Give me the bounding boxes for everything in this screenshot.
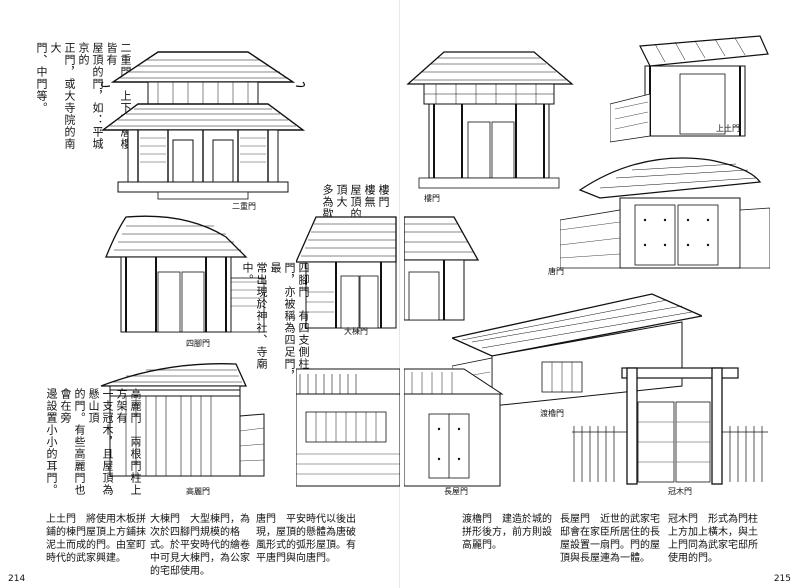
shikyakumon-gate-drawing [105,215,265,333]
karamon-gate-drawing [560,157,770,269]
page-gutter [399,0,400,588]
text-line: 鋪的棟門屋頂上方鋪抹 [46,527,146,538]
shikyakumon-caption: 四腳門 [186,339,210,348]
karamon-illustration [560,150,770,276]
text-line: 現，屋頂的懸體為唐破 [256,527,356,538]
koraimon-description: 高麗門 兩根門柱上方架有 一支冠木，且屋頂為懸山頂 的門。有些高麗門也會在旁 邊… [44,388,142,502]
text-column: 邊設置小小的耳門。 [45,388,58,496]
nagayamon-gate-drawing-right [404,368,504,487]
text-column: 屋頂的門，如：平城京的 [77,42,104,150]
text-line: 上門同為武家宅邸所 [668,540,758,551]
text-column: 常出現於神社、寺廟中。 [241,262,268,370]
karamon-caption: 唐門 [548,267,564,276]
agetsuchimon-description: 上土門 將使用木板拼 鋪的棟門屋頂上方鋪抹 泥土而成的門。由室町 時代的武家興建… [46,513,146,565]
omunemon-caption: 大棟門 [344,327,368,336]
nagayamon-caption: 長屋門 [444,487,468,496]
romon-gate-drawing [406,51,574,189]
left-page-number: 214 [8,574,26,584]
text-column: 四腳門 有四支側柱的 [297,262,310,382]
text-line: 平唐門與向唐門。 [256,553,336,564]
text-column: 門，亦被稱為四足門，最 [269,262,296,382]
text-line: 屋設置一扇門。門的屋 [560,540,660,551]
watariyaguramon-description: 渡櫓門 建造於城的 拼形後方，前方則設 高麗門。 [462,513,552,552]
nijumon-description: 二重門 上下兩層樓皆有 屋頂的門，如：平城京的 正門，或大寺院的南大 門、中門等… [34,42,132,154]
text-line: 長屋門 近世的武家宅 [560,514,660,525]
karamon-description: 唐門 平安時代以後出 現，屋頂的懸體為唐破 風形式的弧形屋頂。有 平唐門與向唐門… [256,513,356,565]
text-column: 正門，或大寺院的南大 [49,42,76,150]
text-line: 唐門 平安時代以後出 [256,514,356,525]
text-column: 的門。有些高麗門也會在旁 [59,388,86,496]
romon-illustration [404,44,574,194]
kabukimon-illustration [572,356,768,488]
text-line: 渡櫓門 建造於城的 [462,514,552,525]
text-column: 門、中門等。 [35,42,48,114]
agetsuchimon-caption: 上土門 [716,124,740,133]
omunemon-gate-drawing-right [404,216,480,321]
text-line: 使用的門。 [668,553,718,564]
shikyakumon-illustration [96,212,266,340]
agetsuchimon-gate-drawing [610,35,769,143]
omunemon-illustration-right [404,212,480,324]
text-line: 上方加上橫木，與土 [668,527,758,538]
omunemon-illustration [296,212,400,336]
text-line: 上土門 將使用木板拼 [46,514,146,525]
text-line: 大棟門 大型棟門，為 [150,514,250,525]
text-line: 高麗門。 [462,540,502,551]
nagayamon-gate-drawing [296,368,400,487]
shikyakumon-description: 四腳門 有四支側柱的 門，亦被稱為四足門，最 常出現於神社、寺廟中。 [240,262,310,392]
text-line: 風形式的弧形屋頂。有 [256,540,356,551]
kabukimon-gate-drawing [572,367,768,485]
text-line: 邸會在家臣所居住的長 [560,527,660,538]
agetsuchimon-illustration [610,34,770,146]
nijumon-illustration [98,42,308,202]
watariyaguramon-gate-drawing [452,293,702,413]
text-column: 高麗門 兩根門柱上方架有 [115,388,142,496]
omunemon-gate-drawing [296,216,397,329]
nagayamon-description: 長屋門 近世的武家宅 邸會在家臣所居住的長 屋設置一扇門。門的屋 頂與長屋連為一… [560,513,660,565]
koraimon-gate-drawing [100,363,265,477]
text-line: 式。於平安時代的繪卷 [150,540,250,551]
nijumon-gate-drawing [100,51,306,200]
text-line: 泥土而成的門。由室町 [46,540,146,551]
kabukimon-caption: 冠木門 [668,487,692,496]
text-line: 時代的武家興建。 [46,553,126,564]
nagayamon-illustration-right [404,364,504,490]
text-line: 冠木門 形式為門柱 [668,514,758,525]
omunemon-description: 大棟門 大型棟門，為 次於四腳門規模的格 式。於平安時代的繪卷 中可見大棟門，為… [150,513,250,578]
nijumon-caption: 二重門 [232,202,256,211]
text-line: 的宅邸使用。 [150,566,210,577]
nagayamon-illustration [296,364,400,490]
watariyaguramon-caption: 渡櫓門 [540,409,564,418]
watariyaguramon-illustration [452,286,702,414]
text-line: 頂與長屋連為一體。 [560,553,650,564]
text-line: 次於四腳門規模的格 [150,527,240,538]
koraimon-caption: 高麗門 [186,487,210,496]
text-line: 中可見大棟門，為公家 [150,553,250,564]
kabukimon-description: 冠木門 形式為門柱 上方加上橫木，與土 上門同為武家宅邸所 使用的門。 [668,513,758,565]
koraimon-illustration [96,356,266,486]
romon-caption: 樓門 [424,194,440,203]
text-column: 一支冠木，且屋頂為懸山頂 [87,388,114,496]
text-line: 拼形後方，前方則設 [462,527,552,538]
right-page-number: 215 [773,574,791,584]
